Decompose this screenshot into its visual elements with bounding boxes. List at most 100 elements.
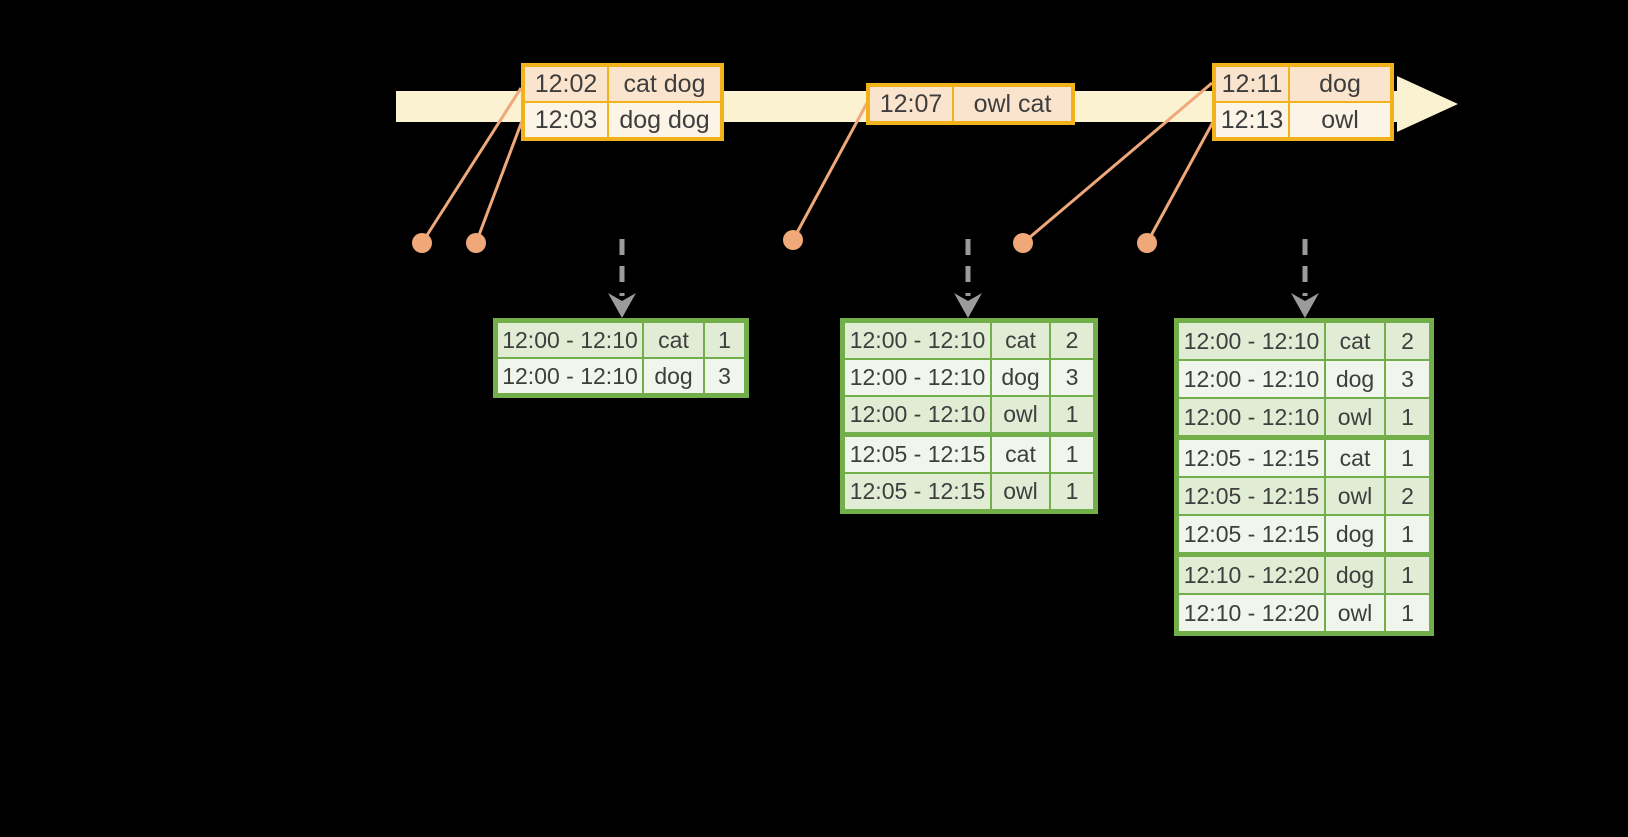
- result-cell-word: cat: [1324, 323, 1384, 359]
- result-cell-window: 12:00 - 12:10: [845, 323, 990, 358]
- result-cell-word: owl: [990, 397, 1049, 432]
- result-cell-window: 12:05 - 12:15: [845, 437, 990, 472]
- result-cell-count: 2: [1384, 323, 1429, 359]
- result-cell-word: owl: [1324, 595, 1384, 631]
- result-cell-window: 12:05 - 12:15: [1179, 516, 1324, 552]
- timeline-arrowhead-icon: [1397, 76, 1458, 132]
- result-cell-word: cat: [1324, 440, 1384, 476]
- result-cell-word: cat: [990, 323, 1049, 358]
- result-cell-count: 3: [1384, 361, 1429, 397]
- result-cell-count: 1: [703, 323, 744, 357]
- event-cell-time: 12:02: [525, 67, 607, 101]
- connector-line: [1022, 81, 1213, 245]
- result-cell-count: 1: [1049, 397, 1093, 432]
- result-cell-word: owl: [1324, 399, 1384, 435]
- result-cell-window: 12:05 - 12:15: [1179, 440, 1324, 476]
- connector-line: [791, 102, 869, 241]
- event-cell-time: 12:03: [525, 103, 607, 137]
- event-dot: [412, 233, 432, 253]
- event-cell-words: dog dog: [607, 103, 720, 137]
- trigger-arrowhead-icon: [1291, 293, 1319, 318]
- result-cell-window: 12:00 - 12:10: [1179, 361, 1324, 397]
- result-cell-window: 12:00 - 12:10: [1179, 399, 1324, 435]
- result-cell-count: 1: [1049, 437, 1093, 472]
- event-cell-words: owl cat: [952, 87, 1071, 121]
- result-cell-window: 12:05 - 12:15: [1179, 478, 1324, 514]
- result-cell-count: 2: [1384, 478, 1429, 514]
- result-cell-window: 12:00 - 12:10: [1179, 323, 1324, 359]
- result-cell-count: 3: [703, 359, 744, 393]
- connector-line: [420, 87, 523, 244]
- trigger-arrowhead-icon: [954, 293, 982, 318]
- result-cell-word: cat: [990, 437, 1049, 472]
- result-cell-window: 12:00 - 12:10: [845, 360, 990, 395]
- result-cell-word: dog: [1324, 516, 1384, 552]
- result-cell-count: 1: [1384, 595, 1429, 631]
- event-cell-words: cat dog: [607, 67, 720, 101]
- event-dot: [1013, 233, 1033, 253]
- result-cell-count: 1: [1384, 399, 1429, 435]
- trigger-arrowheads: [608, 293, 1319, 318]
- connector-line: [1145, 121, 1215, 244]
- result-cell-word: dog: [1324, 557, 1384, 593]
- event-dot: [466, 233, 486, 253]
- result-cell-window: 12:10 - 12:20: [1179, 595, 1324, 631]
- result-cell-window: 12:05 - 12:15: [845, 474, 990, 509]
- result-cell-count: 2: [1049, 323, 1093, 358]
- event-cell-words: dog: [1288, 67, 1390, 101]
- result-cell-word: dog: [990, 360, 1049, 395]
- result-cell-window: 12:00 - 12:10: [845, 397, 990, 432]
- result-cell-count: 1: [1384, 516, 1429, 552]
- event-cell-time: 12:07: [870, 87, 952, 121]
- result-cell-word: owl: [1324, 478, 1384, 514]
- result-cell-word: dog: [1324, 361, 1384, 397]
- result-cell-count: 1: [1384, 557, 1429, 593]
- result-cell-count: 3: [1049, 360, 1093, 395]
- event-cell-time: 12:13: [1216, 103, 1288, 137]
- result-cell-word: owl: [990, 474, 1049, 509]
- result-cell-word: cat: [642, 323, 703, 357]
- event-dot: [1137, 233, 1157, 253]
- result-cell-count: 1: [1049, 474, 1093, 509]
- connector-lines: [420, 81, 1215, 245]
- event-dots: [412, 230, 1157, 253]
- result-cell-window: 12:00 - 12:10: [498, 359, 642, 393]
- result-cell-window: 12:00 - 12:10: [498, 323, 642, 357]
- trigger-arrows: [619, 239, 1308, 296]
- event-dot: [783, 230, 803, 250]
- result-cell-window: 12:10 - 12:20: [1179, 557, 1324, 593]
- event-cell-words: owl: [1288, 103, 1390, 137]
- result-cell-word: dog: [642, 359, 703, 393]
- event-cell-time: 12:11: [1216, 67, 1288, 101]
- trigger-arrowhead-icon: [608, 293, 636, 318]
- connector-line: [474, 120, 524, 244]
